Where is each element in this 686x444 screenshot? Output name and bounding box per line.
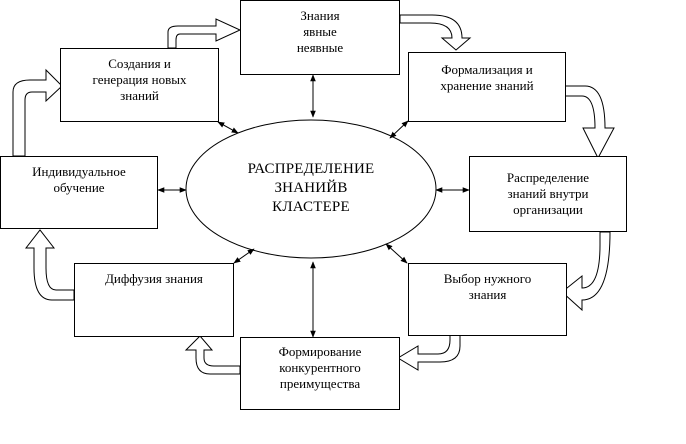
connector-creation xyxy=(217,121,239,134)
block-arrow-selection-to-advantage xyxy=(397,333,461,371)
block-arrow-formalization-to-distribution xyxy=(564,85,615,160)
node-diffusion-label: Диффузия знания xyxy=(105,271,203,286)
block-arrow-creation-to-knowledge xyxy=(167,18,242,49)
block-arrow-learning-to-creation xyxy=(12,68,63,157)
node-distribution-label: Распределение знаний внутри организации xyxy=(506,170,590,217)
block-arrow-advantage-to-diffusion xyxy=(184,335,241,375)
center-connectors xyxy=(157,74,470,338)
block-arrow-distribution-to-selection xyxy=(561,231,611,312)
node-advantage: Формирование конкурентного преимущества xyxy=(240,337,400,410)
center-label: РАСПРЕДЕЛЕНИЕ ЗНАНИЙВ КЛАСТЕРЕ xyxy=(247,161,375,215)
node-learning-label: Индивидуальное обучение xyxy=(32,164,126,195)
node-knowledge: Знания явные неявные xyxy=(240,0,400,75)
block-arrow-diffusion-to-learning xyxy=(24,229,75,301)
node-selection: Выбор нужного знания xyxy=(408,263,567,336)
node-selection-label: Выбор нужного знания xyxy=(443,271,532,302)
node-distribution: Распределение знаний внутри организации xyxy=(469,156,627,232)
connector-selection xyxy=(385,243,408,264)
node-formalization-label: Формализация и хранение знаний xyxy=(440,62,534,93)
node-creation-label: Создания и генерация новых знаний xyxy=(92,56,187,103)
cycle-arrows xyxy=(12,14,615,375)
connector-formalization xyxy=(389,120,409,139)
node-formalization: Формализация и хранение знаний xyxy=(408,52,566,122)
connector-diffusion xyxy=(233,248,255,264)
node-advantage-label: Формирование конкурентного преимущества xyxy=(278,344,362,391)
node-learning: Индивидуальное обучение xyxy=(0,156,158,229)
node-creation: Создания и генерация новых знаний xyxy=(60,48,219,122)
block-arrow-knowledge-to-formalization xyxy=(399,14,472,51)
node-knowledge-label: Знания явные неявные xyxy=(296,8,344,55)
node-diffusion: Диффузия знания xyxy=(74,263,234,337)
